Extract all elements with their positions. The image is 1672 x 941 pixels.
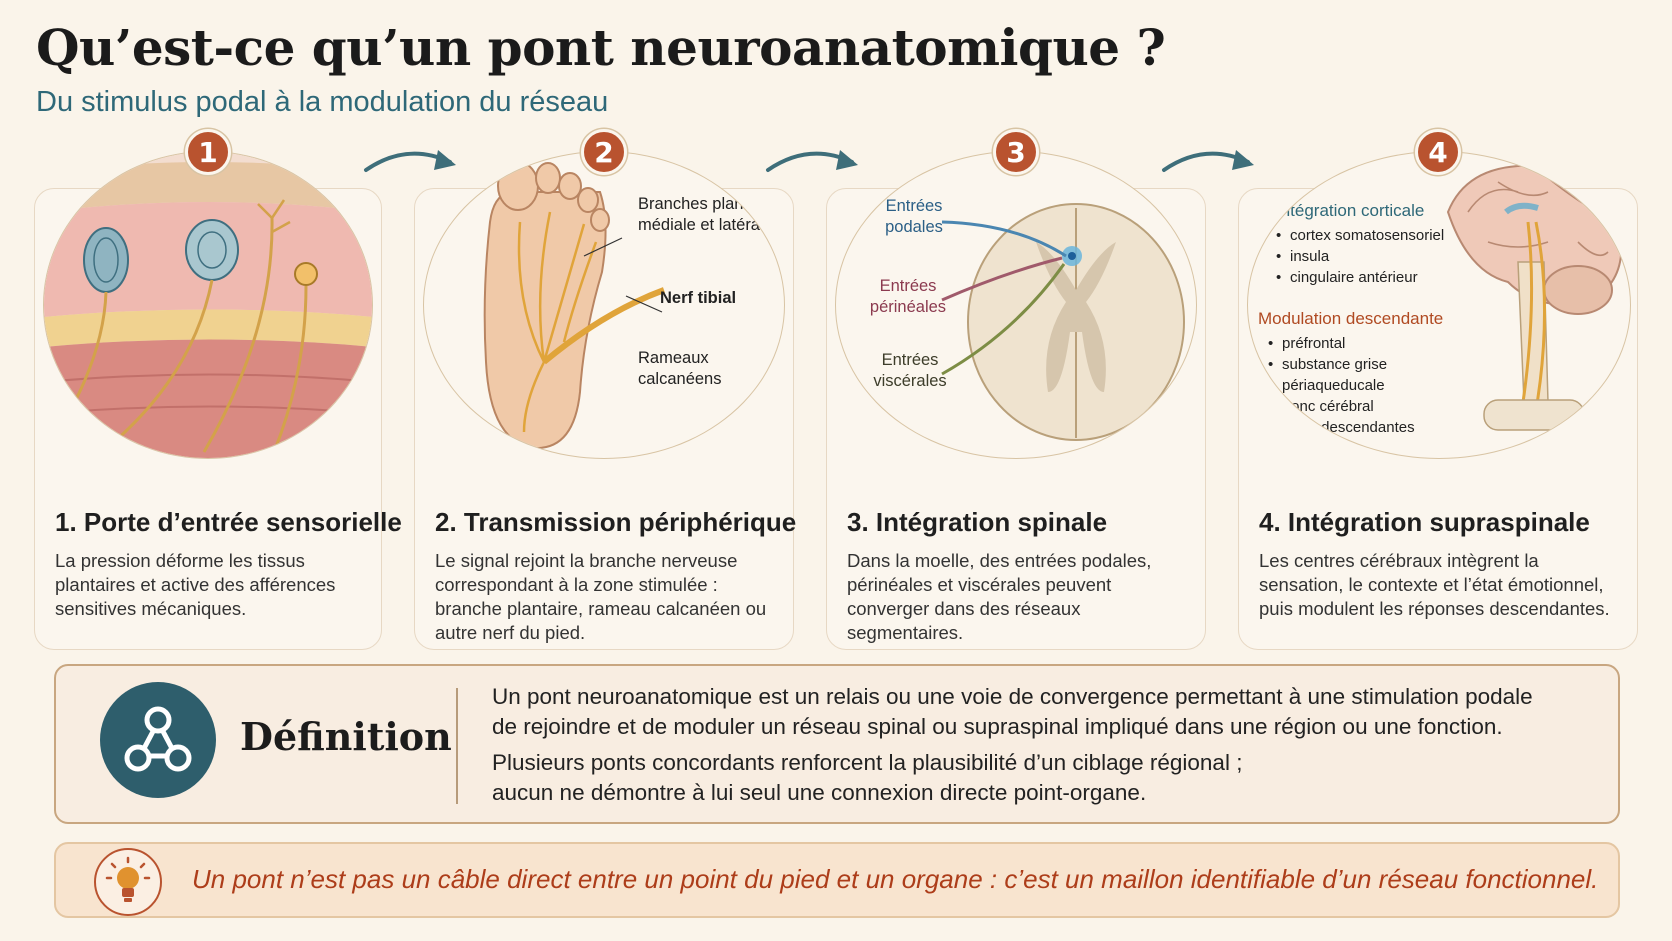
descending-list: préfrontal substance grise périaqueducal…	[1268, 333, 1428, 438]
key-note-box: Un pont n’est pas un câble direct entre …	[54, 842, 1620, 918]
step-title: 2. Transmission périphérique	[435, 507, 797, 537]
list-item: tronc cérébral	[1268, 396, 1428, 417]
skin-illustration	[43, 151, 373, 459]
descending-block: Modulation descendante préfrontal substa…	[1258, 308, 1458, 438]
list-item: voies descendantes	[1268, 417, 1428, 438]
step-title: 4. Intégration supraspinale	[1259, 507, 1590, 537]
list-item: insula	[1276, 246, 1456, 267]
step-number-badge: 3	[993, 129, 1039, 175]
step-number-badge: 4	[1415, 129, 1461, 175]
brain-illustration: Intégration corticale cortex somatosenso…	[1247, 151, 1631, 459]
cortical-heading: Intégration corticale	[1276, 201, 1425, 220]
definition-box: Définition Un pont neuroanatomique est u…	[54, 664, 1620, 824]
step-title: 1. Porte d’entrée sensorielle	[55, 507, 402, 537]
tibial-nerve-label: Nerf tibial	[660, 289, 737, 307]
step-card-3: Entrées podales Entrées périnéales Entré…	[826, 129, 1206, 650]
definition-line: Un pont neuroanatomique est un relais ou…	[492, 684, 1533, 709]
step-description: Les centres cérébraux intègrent la sensa…	[1259, 550, 1610, 619]
visceral-inputs-label: Entrées viscérales	[873, 351, 947, 390]
perineal-inputs-label: Entrées périnéales	[869, 277, 947, 316]
definition-line: Plusieurs ponts concordants renforcent l…	[492, 750, 1243, 775]
page-title: Qu’est-ce qu’un pont neuroanatomique ?	[36, 18, 1166, 77]
step-description: Le signal rejoint la branche nerveuse co…	[435, 550, 767, 643]
step-card-4: Intégration corticale cortex somatosenso…	[1238, 129, 1638, 650]
cortical-block: Intégration corticale cortex somatosenso…	[1276, 200, 1456, 288]
spinal-cord-illustration: Entrées podales Entrées périnéales Entré…	[835, 151, 1197, 459]
flow-arrow-icon	[364, 150, 456, 172]
cortical-list: cortex somatosensoriel insula cingulaire…	[1276, 225, 1456, 288]
podal-inputs-label: Entrées podales	[885, 197, 943, 236]
step-card-1: 1 1. Porte d’entrée sensorielle La press…	[34, 129, 402, 650]
key-note-text: Un pont n’est pas un câble direct entre …	[192, 864, 1599, 894]
lightbulb-icon	[94, 848, 162, 916]
step-title: 3. Intégration spinale	[847, 507, 1108, 537]
list-item: cingulaire antérieur	[1276, 267, 1456, 288]
flow-arrow-icon	[766, 150, 858, 172]
calcaneal-branches-label: Rameaux calcanéens	[638, 349, 722, 388]
definition-line: de rejoindre et de moduler un réseau spi…	[492, 714, 1503, 739]
definition-label: Définition	[240, 714, 452, 759]
plantar-branches-label: Branches plantaires médiale et latérale	[638, 195, 784, 234]
descending-heading: Modulation descendante	[1258, 309, 1444, 328]
list-item: cortex somatosensoriel	[1276, 225, 1456, 246]
list-item: substance grise périaqueducale	[1268, 354, 1428, 396]
step-number-badge: 2	[581, 129, 627, 175]
step-description: Dans la moelle, des entrées podales, pér…	[847, 550, 1152, 643]
page-subtitle: Du stimulus podal à la modulation du rés…	[36, 86, 609, 118]
definition-line: aucun ne démontre à lui seul une connexi…	[492, 780, 1147, 805]
step-card-2: Branches plantaires médiale et latérale …	[414, 129, 797, 650]
step-description: La pression déforme les tissus plantaire…	[55, 550, 336, 619]
network-nodes-icon	[100, 682, 216, 798]
step-number-badge: 1	[185, 129, 231, 175]
flow-arrow-icon	[1162, 150, 1254, 172]
list-item: préfrontal	[1268, 333, 1428, 354]
divider	[456, 688, 458, 804]
foot-nerve-illustration: Branches plantaires médiale et latérale …	[423, 151, 785, 459]
